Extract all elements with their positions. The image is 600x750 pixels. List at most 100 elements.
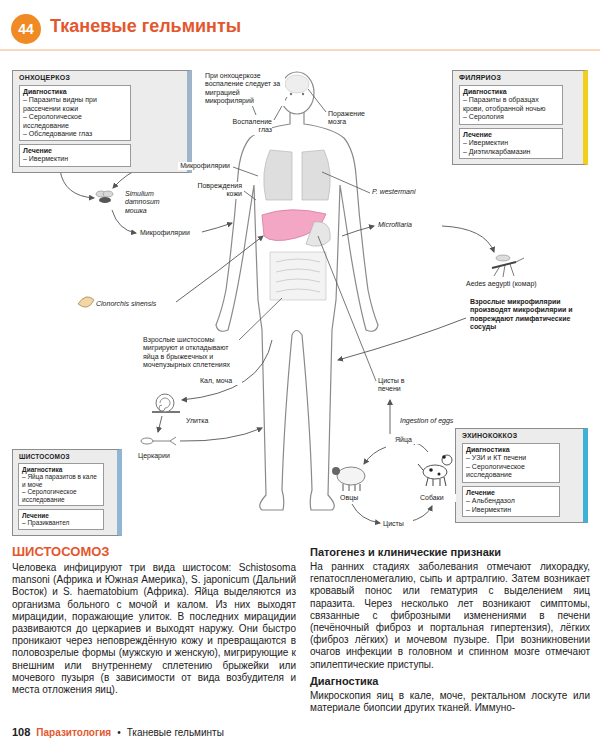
- list-item: – Серологическое исследование: [22, 488, 100, 503]
- panel-heading: ЭХИНОКОККОЗ: [462, 432, 577, 440]
- body-paragraph: На ранних стадиях заболевания отмечают л…: [310, 561, 590, 671]
- list-item: – Яйца паразитов в кале и моче: [22, 473, 100, 488]
- leader-line: [308, 89, 326, 112]
- list-item: – Ивермектин: [23, 155, 127, 163]
- annotation: При онхоцеркозе воспаление следует за ми…: [205, 72, 285, 106]
- header-rule: [0, 50, 600, 51]
- head-outline: [280, 72, 314, 114]
- annotation: Улитка: [186, 417, 228, 425]
- disease-panel: ЭХИНОКОККОЗ Диагностика– УЗИ и КТ печени–…: [455, 428, 588, 523]
- cycle-arrow: [442, 226, 494, 252]
- box-heading: Лечение: [23, 147, 127, 155]
- annotation: Кал, моча: [200, 377, 242, 385]
- annotation: Цисты: [383, 520, 413, 528]
- box-heading: Диагностика: [23, 88, 127, 96]
- snail-shell: [156, 394, 174, 412]
- list-item: – Ивермектин: [463, 139, 559, 147]
- annotation: Микрофилярии: [178, 162, 230, 170]
- box-heading: Диагностика: [463, 88, 559, 96]
- dog-spot: [429, 468, 433, 472]
- list-item: – Паразиты видны при рассечении кожи: [23, 96, 127, 113]
- species-name: Clonorchis sinensis: [96, 300, 176, 308]
- list-item: – Серологическое исследование: [466, 463, 556, 480]
- info-box: Диагностика– Паразиты в образцах крови, …: [459, 85, 563, 125]
- disease-panel: ОНХОЦЕРКОЗ Диагностика– Паразиты видны пр…: [12, 70, 192, 173]
- lung: [264, 150, 292, 200]
- cercaria-tail: [153, 437, 176, 445]
- dog-body: [423, 465, 447, 479]
- eye: [302, 93, 304, 95]
- cercaria-icon: [141, 437, 176, 445]
- fluke: [78, 297, 94, 307]
- vector-name: Simulium damnosum мошка: [125, 190, 177, 215]
- list-item: – Серологическое исследование: [23, 113, 127, 130]
- mosquito-icon: [492, 255, 524, 277]
- eye: [290, 93, 292, 95]
- info-box: Лечение– Празиквантел: [18, 509, 104, 530]
- list-item: – Серология: [463, 113, 559, 121]
- dog-legs: [418, 464, 446, 486]
- list-item: – Празиквантел: [22, 519, 100, 526]
- annotation: Собаки: [420, 494, 456, 502]
- running-section: Паразитология: [36, 727, 111, 738]
- cycle-arrow: [364, 447, 386, 464]
- list-item: – Альбендазол: [466, 497, 556, 505]
- intestine-loops: [276, 259, 320, 292]
- leader-line: [244, 191, 256, 200]
- list-item: – УЗИ и КТ печени: [466, 454, 556, 462]
- sheep-body: [337, 467, 365, 485]
- cycle-arrow: [172, 236, 263, 305]
- disease-panel: ШИСТОСОМОЗ Диагностика– Яйца паразитов в …: [12, 449, 122, 536]
- species-name: P. westermani: [372, 188, 444, 196]
- cercaria-body: [141, 438, 153, 444]
- list-item: – Обследование глаз: [23, 130, 127, 138]
- body-paragraph: Человека инфицируют три вида шистосом: S…: [12, 562, 296, 696]
- list-item: – Диэтилкарбамазин: [463, 148, 559, 156]
- annotation: Микрофилярии: [140, 229, 200, 237]
- page-title: Тканевые гельминты: [50, 16, 241, 37]
- disease-panel: ФИЛЯРИОЗ Диагностика– Паразиты в образцах…: [452, 70, 588, 165]
- annotation: Поражение мозга: [328, 110, 374, 127]
- annotation: Взрослые микрофилярии производят микрофи…: [470, 298, 588, 332]
- panel-heading: ФИЛЯРИОЗ: [459, 74, 577, 82]
- fly-wing: [103, 191, 113, 197]
- page-number: 108: [12, 726, 30, 738]
- panel-heading: ОНХОЦЕРКОЗ: [19, 74, 181, 82]
- annotation: Взрослые шистосомы мигрируют и откладыва…: [143, 336, 235, 370]
- annotation: Цисты в печени: [378, 377, 426, 394]
- info-box: Диагностика– УЗИ и КТ печени– Серологиче…: [462, 443, 560, 483]
- lung: [302, 150, 330, 200]
- info-box: Диагностика– Паразиты видны при рассечен…: [19, 85, 131, 141]
- annotation: Воспаление глаз: [226, 118, 272, 135]
- cycle-arrow: [342, 226, 374, 236]
- cycle-arrow: [352, 504, 380, 523]
- page-footer: 108Паразитология•Тканевые гельминты: [12, 726, 224, 738]
- leader-line: [322, 172, 370, 193]
- leader-line: [239, 298, 282, 340]
- box-heading: Лечение: [463, 131, 559, 139]
- vector-name: Aedes aegypti (комар): [466, 280, 578, 288]
- annotation: Овцы: [340, 494, 370, 502]
- info-box: Лечение– Ивермектин– Диэтилкарбамазин: [459, 128, 563, 159]
- dog-ear: [442, 455, 446, 459]
- dog-head: [442, 455, 452, 465]
- annotation: Церкарии: [138, 452, 188, 460]
- section-heading: ШИСТОСОМОЗ: [12, 544, 296, 559]
- body-outline: [216, 112, 378, 510]
- body-paragraph: Микроскопия яиц в кале, моче, ректальном…: [310, 690, 590, 714]
- mosquito-body: [492, 262, 516, 268]
- running-title: Тканевые гельминты: [127, 727, 224, 738]
- chapter-number: 44: [11, 21, 41, 37]
- leader-line: [318, 236, 376, 381]
- info-box: Диагностика– Яйца паразитов в кале и моч…: [18, 463, 104, 506]
- subsection-heading: Диагностика: [310, 675, 590, 687]
- brain: [285, 75, 309, 93]
- cycle-arrow: [338, 318, 466, 360]
- dog-spot: [438, 473, 441, 476]
- panel-heading: ШИСТОСОМОЗ: [19, 453, 111, 460]
- annotation: Ingestion of eggs: [400, 417, 470, 425]
- cycle-arrows: [60, 164, 494, 523]
- sheep-head: [332, 467, 340, 475]
- header-badge: [11, 14, 41, 44]
- annotation: Яйца: [395, 436, 425, 444]
